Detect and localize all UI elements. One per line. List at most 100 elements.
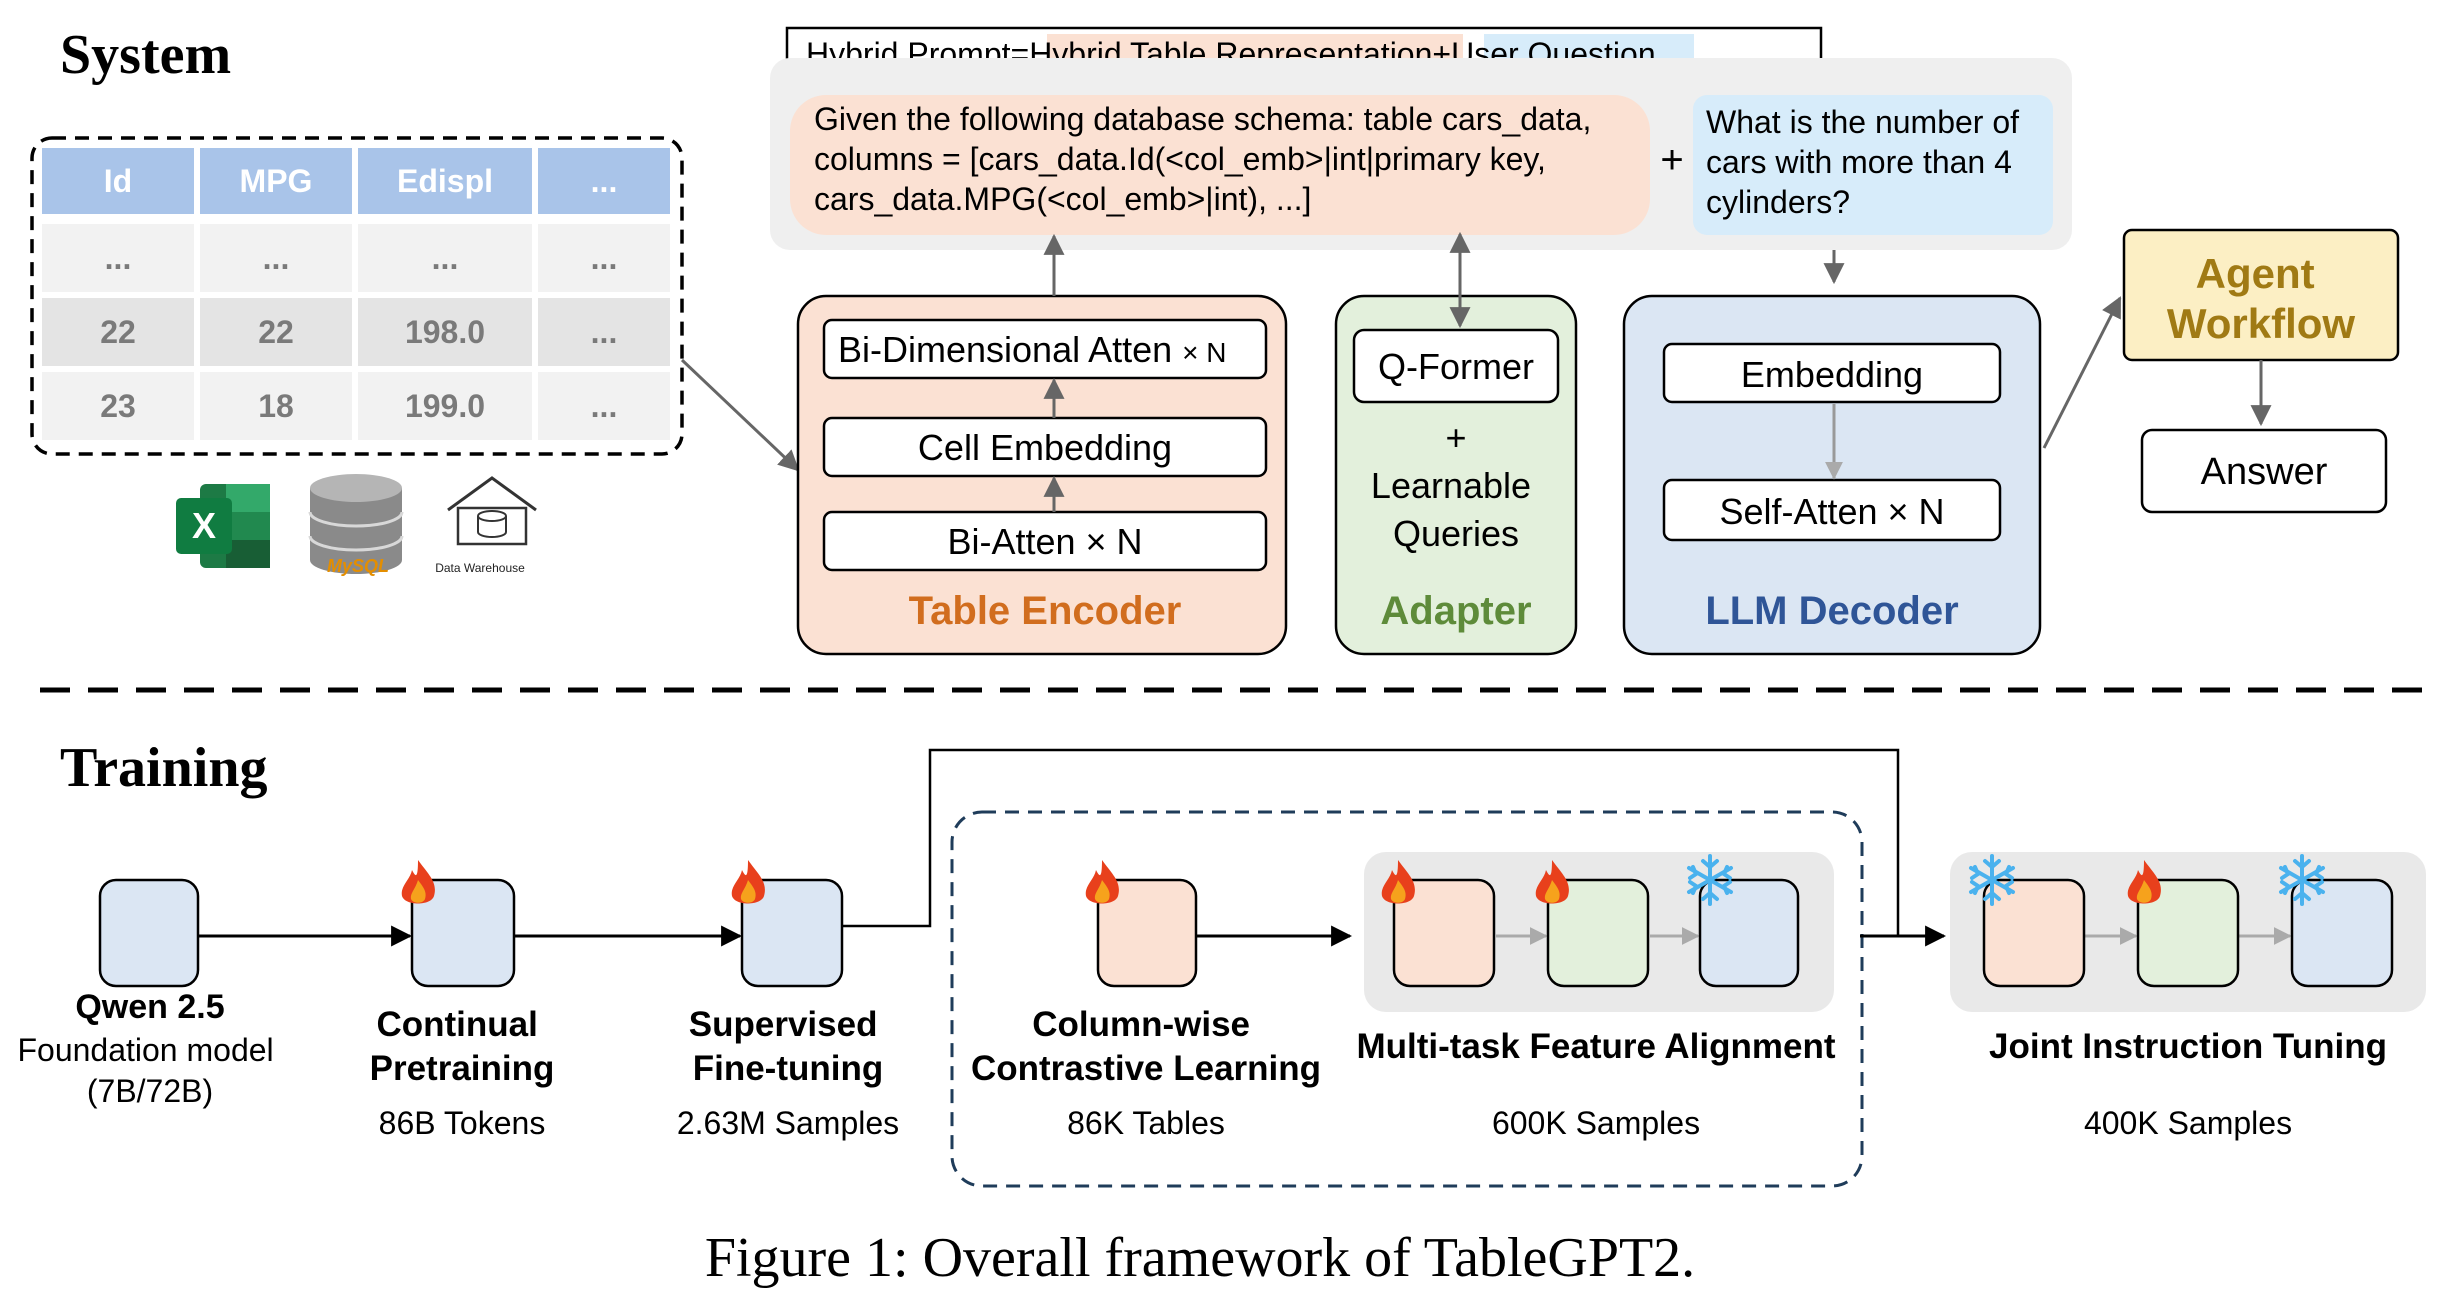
stage-multitask-name: Multi-task Feature Alignment: [1356, 1027, 1835, 1066]
table-cell: [358, 372, 532, 440]
table-cell: [358, 298, 532, 366]
pretraining-model-box: [410, 878, 516, 988]
agent-workflow-box: Agent Workflow: [2122, 228, 2400, 362]
table-header-cell: [538, 148, 670, 214]
agent-workflow-label: Agent Workflow: [2167, 250, 2356, 347]
table-header-label: Id: [104, 163, 132, 199]
table-to-encoder-arrow: [680, 358, 800, 472]
adapter-block: Q-Former + Learnable Queries Adapter: [1334, 294, 1578, 656]
table-header-label: MPG: [240, 163, 313, 199]
table-dashed-border: [30, 136, 684, 456]
contrastive-encoder-box: [1096, 878, 1198, 988]
prompt-plus-sign: +: [1660, 138, 1683, 182]
table-cell: [200, 298, 352, 366]
learnable-queries-label: Learnable Queries: [1371, 465, 1541, 554]
table-cell-value: ...: [263, 240, 290, 276]
multitask-encoder-box: [1392, 878, 1496, 988]
table-cell-value: 23: [100, 388, 136, 424]
table-cell: [538, 224, 670, 292]
figure-caption: Figure 1: Overall framework of TableGPT2…: [705, 1227, 1695, 1289]
table-cell: [42, 298, 194, 366]
table-cell-value: 22: [258, 314, 294, 350]
flame-icon: [731, 860, 765, 904]
table-header-label: ...: [591, 163, 618, 199]
stage-sft-name: Supervised Fine-tuning: [689, 1005, 887, 1088]
stage-qwen-name: Qwen 2.5: [75, 988, 224, 1026]
decoder-embedding-box: [1662, 342, 2002, 404]
answer-box: Answer: [2140, 428, 2388, 514]
stage-joint-desc: 400K Samples: [2084, 1105, 2292, 1141]
stage-contrastive-name: Column-wise Contrastive Learning: [971, 1005, 1321, 1088]
table-cell-value: 18: [258, 388, 294, 424]
sft-to-joint-connector: [842, 748, 1900, 936]
question-text: What is the number of cars with more tha…: [1706, 104, 2028, 220]
table-encoder-block: Bi-Dimensional Atten× N Cell Embedding B…: [796, 294, 1288, 656]
flame-icon: [1085, 860, 1119, 904]
joint-encoder-box: [1982, 878, 2086, 988]
table-cell: [42, 224, 194, 292]
stage-qwen-desc: Foundation model (7B/72B): [17, 1032, 282, 1109]
table-cell-value: ...: [591, 314, 618, 350]
stage-multitask-desc: 600K Samples: [1492, 1105, 1700, 1141]
sft-model-box: [740, 878, 844, 988]
llm-decoder-title: LLM Decoder: [1705, 589, 1958, 633]
excel-icon: X: [176, 484, 270, 568]
encoder-layer-bidim-label: Bi-Dimensional Atten× N: [838, 329, 1227, 370]
qwen-model-box: [98, 878, 200, 988]
encoder-layer-biatten-label: Bi-Atten × N: [947, 521, 1142, 562]
stage-joint-name: Joint Instruction Tuning: [1989, 1027, 2387, 1066]
adapter-plus: +: [1445, 417, 1466, 458]
stage-sft-desc: 2.63M Samples: [677, 1105, 899, 1141]
encoder-layer-cell-label: Cell Embedding: [918, 427, 1172, 468]
schema-text: Given the following database schema: tab…: [814, 101, 1600, 217]
llm-decoder-block: Embedding Self-Atten × N LLM Decoder: [1622, 294, 2042, 656]
answer-label: Answer: [2201, 451, 2328, 493]
training-heading: Training: [60, 737, 267, 799]
decoder-to-agent-arrow: [2042, 296, 2122, 449]
encoder-layer-biatten: [822, 510, 1268, 572]
table-header-cell: [200, 148, 352, 214]
feature-alignment-dashed-group: [950, 810, 1864, 1188]
qformer-box: [1352, 328, 1560, 404]
table-header-label: Edispl: [397, 163, 493, 199]
mysql-label: MySQL: [327, 556, 389, 576]
table-cell: [200, 224, 352, 292]
table-cell: [42, 372, 194, 440]
table-cell-value: ...: [591, 240, 618, 276]
flame-icon: [401, 860, 435, 904]
sample-data-table: Id MPG Edispl............... 22 22 198.0... 23…: [30, 136, 684, 456]
table-cell-value: 198.0: [405, 314, 485, 350]
joint-decoder-box: [2290, 878, 2394, 988]
table-cell: [358, 224, 532, 292]
qformer-label: Q-Former: [1378, 346, 1534, 387]
schema-box: [790, 95, 1650, 235]
table-cell-value: 22: [100, 314, 136, 350]
joint-adapter-box: [2136, 878, 2240, 988]
table-cell-value: ...: [591, 388, 618, 424]
table-cell: [538, 372, 670, 440]
system-heading: System: [60, 24, 231, 86]
multitask-decoder-box: [1698, 878, 1800, 988]
table-cell-value: ...: [432, 240, 459, 276]
decoder-selfatten-label: Self-Atten × N: [1719, 491, 1944, 532]
table-encoder-title: Table Encoder: [909, 589, 1182, 633]
stage-contrastive-desc: 86K Tables: [1067, 1105, 1225, 1141]
question-box: [1693, 95, 2053, 235]
warehouse-label: Data Warehouse: [435, 561, 525, 575]
table-header-cell: [42, 148, 194, 214]
excel-letter: X: [192, 505, 216, 546]
adapter-title: Adapter: [1380, 589, 1531, 633]
multitask-adapter-box: [1546, 878, 1650, 988]
table-header-cell: [358, 148, 532, 214]
mysql-database-icon: MySQL: [308, 474, 404, 576]
table-cell-value: ...: [105, 240, 132, 276]
table-cell: [200, 372, 352, 440]
table-cell: [538, 298, 670, 366]
stage-pretraining-desc: 86B Tokens: [379, 1105, 546, 1141]
table-cell-value: 199.0: [405, 388, 485, 424]
decoder-embedding-label: Embedding: [1741, 354, 1923, 395]
decoder-selfatten-box: [1662, 478, 2002, 542]
stage-pretraining-name: Continual Pretraining: [370, 1005, 555, 1088]
data-warehouse-icon: Data Warehouse: [435, 476, 537, 575]
